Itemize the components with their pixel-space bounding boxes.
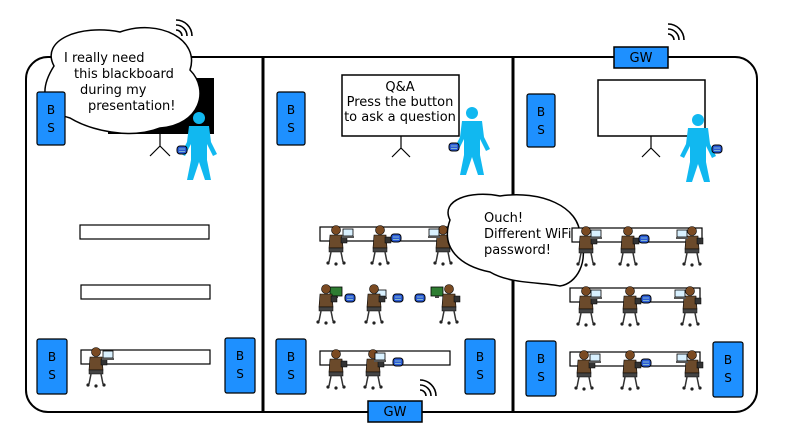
base-station: B S xyxy=(276,91,306,146)
laptop-icon xyxy=(427,228,441,239)
laptop-icon xyxy=(675,229,689,240)
remote-device-icon xyxy=(176,145,188,155)
remote-device-icon xyxy=(448,142,460,152)
board-stand xyxy=(149,134,171,157)
svg-text:S: S xyxy=(287,121,295,135)
bubble-right-line-2: Different WiFi xyxy=(484,227,571,242)
base-station: B S xyxy=(36,91,66,146)
gateway: GW xyxy=(367,400,423,423)
svg-text:S: S xyxy=(48,368,56,382)
remote-device-icon xyxy=(390,233,402,243)
remote-device-icon xyxy=(711,144,723,154)
base-station: B S xyxy=(36,338,68,395)
svg-text:B: B xyxy=(537,105,545,119)
laptop-icon xyxy=(101,350,115,361)
bubble-left-line-1: I really need xyxy=(64,51,145,66)
svg-text:S: S xyxy=(537,370,545,384)
svg-text:GW: GW xyxy=(630,51,653,66)
bubble-right-line-1: Ouch! xyxy=(484,211,523,226)
laptop-icon xyxy=(589,229,603,240)
svg-text:S: S xyxy=(724,371,732,385)
remote-device-icon xyxy=(392,357,404,367)
remote-device-icon xyxy=(638,234,650,244)
qa-board xyxy=(341,74,460,137)
laptop-icon xyxy=(588,353,602,364)
svg-text:B: B xyxy=(236,349,244,363)
laptop-icon xyxy=(589,289,603,300)
desk xyxy=(79,224,210,240)
bubble-right-line-3: password! xyxy=(484,243,551,258)
svg-text:B: B xyxy=(48,350,56,364)
monitor-icon xyxy=(430,286,444,299)
wifi-signal-icon xyxy=(175,19,193,37)
remote-device-icon xyxy=(640,358,652,368)
board-line-1: Q&A xyxy=(385,80,414,95)
laptop-icon xyxy=(673,289,687,300)
speech-bubble-right xyxy=(446,193,585,287)
svg-text:B: B xyxy=(287,350,295,364)
base-station: B S xyxy=(275,338,307,395)
wifi-signal-icon xyxy=(667,23,685,41)
desk xyxy=(80,284,211,300)
svg-text:GW: GW xyxy=(384,405,407,420)
laptop-icon xyxy=(341,228,355,239)
base-station: B S xyxy=(712,341,744,398)
remote-device-icon xyxy=(344,293,356,303)
svg-text:S: S xyxy=(47,121,55,135)
bubble-left-line-2: this blackboard xyxy=(74,67,174,82)
speech-bubble-left xyxy=(44,27,201,135)
svg-text:B: B xyxy=(537,352,545,366)
bubble-left-line-4: presentation! xyxy=(88,99,176,114)
base-station: B S xyxy=(464,338,496,395)
remote-device-icon xyxy=(392,293,404,303)
whiteboard xyxy=(597,79,706,137)
base-station: B S xyxy=(224,337,256,394)
board-stand xyxy=(641,136,661,158)
board-stand xyxy=(391,136,411,158)
svg-text:S: S xyxy=(287,368,295,382)
svg-text:S: S xyxy=(236,367,244,381)
laptop-icon xyxy=(373,352,387,363)
base-station: B S xyxy=(526,93,556,148)
svg-text:S: S xyxy=(537,123,545,137)
bubble-left-line-3: during my xyxy=(80,83,147,98)
svg-text:B: B xyxy=(476,350,484,364)
svg-text:S: S xyxy=(476,368,484,382)
board-line-3: to ask a question xyxy=(344,110,456,125)
remote-device-icon xyxy=(414,293,426,303)
svg-text:B: B xyxy=(47,103,55,117)
svg-text:B: B xyxy=(724,353,732,367)
laptop-icon xyxy=(675,353,689,364)
gateway: GW xyxy=(613,46,669,69)
remote-device-icon xyxy=(640,294,652,304)
svg-text:B: B xyxy=(287,103,295,117)
board-line-2: Press the button xyxy=(347,95,454,110)
base-station: B S xyxy=(525,340,557,397)
